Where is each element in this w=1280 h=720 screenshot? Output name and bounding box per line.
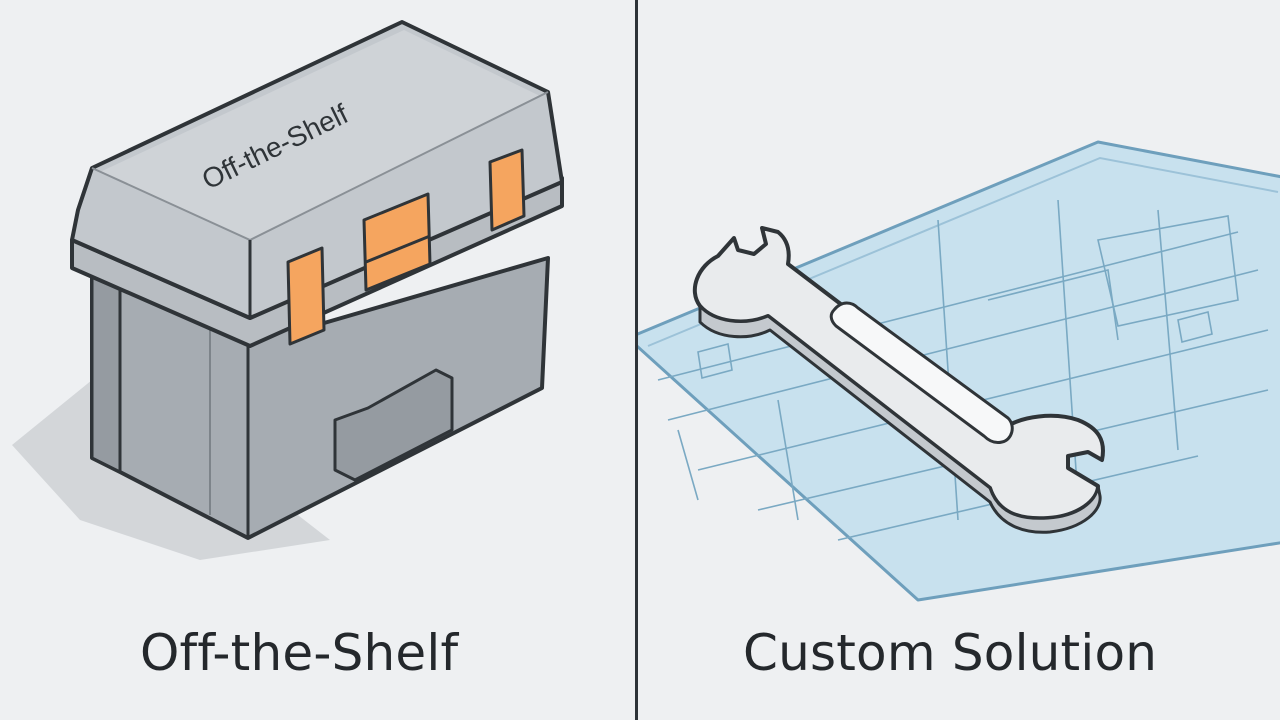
panel-divider: [635, 0, 638, 720]
latch-icon: [488, 148, 526, 232]
toolbox-corner: [90, 259, 122, 475]
off-the-shelf-caption: Off-the-Shelf: [140, 624, 459, 682]
custom-solution-caption: Custom Solution: [743, 624, 1158, 682]
custom-solution-panel: Custom Solution: [638, 0, 1280, 720]
wrench-side: [698, 304, 1102, 534]
off-the-shelf-panel: Off-the-Shelf Off-the-Shelf: [0, 0, 635, 720]
latch-divider: [365, 234, 431, 264]
latch-icon: [362, 192, 432, 292]
toolbox-cutout: [333, 368, 454, 482]
blueprint-sheet: [638, 140, 1280, 602]
wrench-icon: [692, 226, 1105, 534]
latch-icon: [286, 246, 326, 346]
blueprint-icon: [638, 140, 1280, 602]
toolbox-icon: Off-the-Shelf: [12, 20, 564, 560]
wrench-grip: [829, 301, 1014, 444]
toolbox-lid-highlight: [100, 30, 540, 240]
